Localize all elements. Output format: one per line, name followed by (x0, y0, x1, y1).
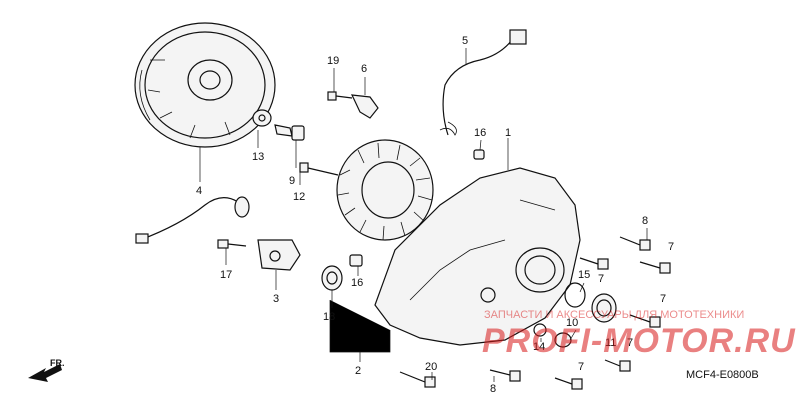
callout-6: 6 (361, 63, 367, 75)
callout-7: 7 (578, 361, 584, 373)
left-crankcase-cover (374, 167, 581, 346)
cover-bolt (619, 236, 651, 251)
diagram-code: MCF4-E0800B (686, 369, 759, 381)
callout-7: 7 (598, 273, 604, 285)
callout-13: 13 (252, 151, 264, 163)
stator-harness (439, 29, 527, 136)
callout-7: 7 (668, 241, 674, 253)
callout-1: 1 (505, 127, 511, 139)
callout-8: 8 (490, 383, 496, 395)
callout-15: 15 (578, 269, 590, 281)
front-direction-indicator: FR. (28, 358, 65, 382)
callout-9: 9 (289, 175, 295, 187)
callout-17: 17 (220, 269, 232, 281)
pulse-generator (257, 239, 301, 271)
callout-8: 8 (642, 215, 648, 227)
callout-4: 4 (196, 185, 202, 197)
callout-11: 11 (605, 337, 616, 349)
pulse-generator-bolt (217, 239, 247, 249)
callout-14: 14 (533, 341, 545, 353)
arrow-icon (28, 364, 62, 382)
callout-20: 20 (425, 361, 437, 373)
o-ring (564, 282, 586, 308)
callout-10: 10 (566, 317, 578, 329)
watermark-logo: PROFI-MOTOR.RU (482, 322, 796, 360)
callout-12: 12 (293, 191, 305, 203)
cover-bolt (579, 257, 609, 270)
watermark: ЗАПЧАСТИ И АКСЕССУАРЫ ДЛЯ МОТОТЕХНИКИ PR… (482, 309, 796, 360)
cover-bolt (639, 261, 671, 274)
callout-19: 19 (327, 55, 339, 67)
clamp-bolt (327, 91, 353, 101)
cover-bolt (489, 369, 521, 382)
callout-bracket (329, 300, 391, 362)
cover-plug (591, 293, 617, 323)
callout-labels: 1 2 3 4 5 6 7 7 7 7 7 8 8 9 10 11 12 13 … (196, 35, 674, 395)
leader-lines (199, 48, 648, 382)
cover-bolt (629, 314, 661, 328)
callout-18: 18 (323, 311, 335, 323)
sealing-washer (554, 332, 572, 348)
flywheel-rotor (134, 22, 276, 148)
callout-16: 16 (474, 127, 486, 139)
callout-5: 5 (462, 35, 468, 47)
cover-bolt (604, 359, 631, 372)
stator-bolt (299, 162, 339, 176)
watermark-subtitle: ЗАПЧАСТИ И АКСЕССУАРЫ ДЛЯ МОТОТЕХНИКИ (484, 309, 744, 321)
wire-clamp (351, 94, 379, 119)
callout-7: 7 (660, 293, 666, 305)
pulse-generator-harness (135, 196, 250, 244)
washer (252, 109, 272, 127)
dowel-pin (349, 254, 363, 267)
small-o-ring (533, 323, 547, 337)
dowel-pin (473, 149, 485, 160)
cover-bolt (399, 371, 436, 388)
flywheel-bolt (274, 124, 305, 141)
oil-seal (321, 265, 343, 291)
callout-16: 16 (351, 277, 363, 289)
callout-2: 2 (355, 365, 361, 377)
callout-3: 3 (273, 293, 279, 305)
callout-7: 7 (627, 337, 633, 349)
stator-coil (336, 139, 434, 241)
front-direction-label: FR. (50, 358, 65, 368)
cover-bolt (554, 377, 583, 390)
